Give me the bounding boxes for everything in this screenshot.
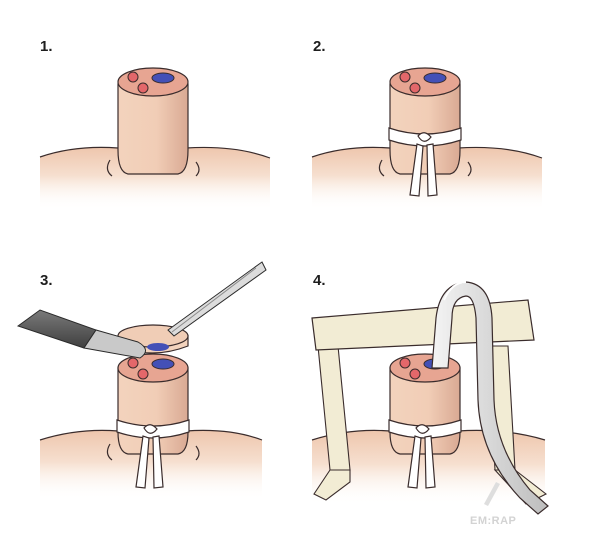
vein xyxy=(151,358,175,370)
abdomen-skin xyxy=(40,430,262,500)
stump-cut-surface xyxy=(389,67,461,97)
vein xyxy=(423,72,447,84)
artery xyxy=(137,82,149,94)
step-1-label: 1. xyxy=(40,38,53,55)
artery xyxy=(399,357,411,369)
artery xyxy=(409,368,421,380)
stump-cut-surface xyxy=(117,353,189,383)
artery xyxy=(409,82,421,94)
umbilical-tie xyxy=(388,127,462,197)
panel-1: 1. xyxy=(39,38,271,210)
abdomen-skin xyxy=(40,147,270,210)
umbilical-stump xyxy=(117,83,189,175)
artery xyxy=(127,357,139,369)
step-4-label: 4. xyxy=(313,272,326,289)
scalpel xyxy=(16,309,146,359)
forceps xyxy=(167,261,267,337)
umbilical-tie xyxy=(116,419,190,489)
panel-2: 2. xyxy=(311,38,543,210)
abdomen-skin xyxy=(312,147,542,210)
step-2-label: 2. xyxy=(313,38,326,55)
vein xyxy=(151,72,175,84)
umbilical-stump xyxy=(389,83,461,175)
stump-cut-surface xyxy=(389,353,461,383)
emrap-watermark: EM:RAP xyxy=(470,482,516,527)
artery xyxy=(399,71,411,83)
artery xyxy=(137,368,149,380)
stump-cut-surface xyxy=(117,67,189,97)
watermark-text: EM:RAP xyxy=(470,515,516,527)
step-3-label: 3. xyxy=(40,272,53,289)
umbilical-tie xyxy=(388,419,462,489)
artery xyxy=(127,71,139,83)
panel-3: 3. xyxy=(16,261,267,500)
umbilical-catheter xyxy=(431,281,549,515)
panel-4: 4. xyxy=(311,272,549,515)
